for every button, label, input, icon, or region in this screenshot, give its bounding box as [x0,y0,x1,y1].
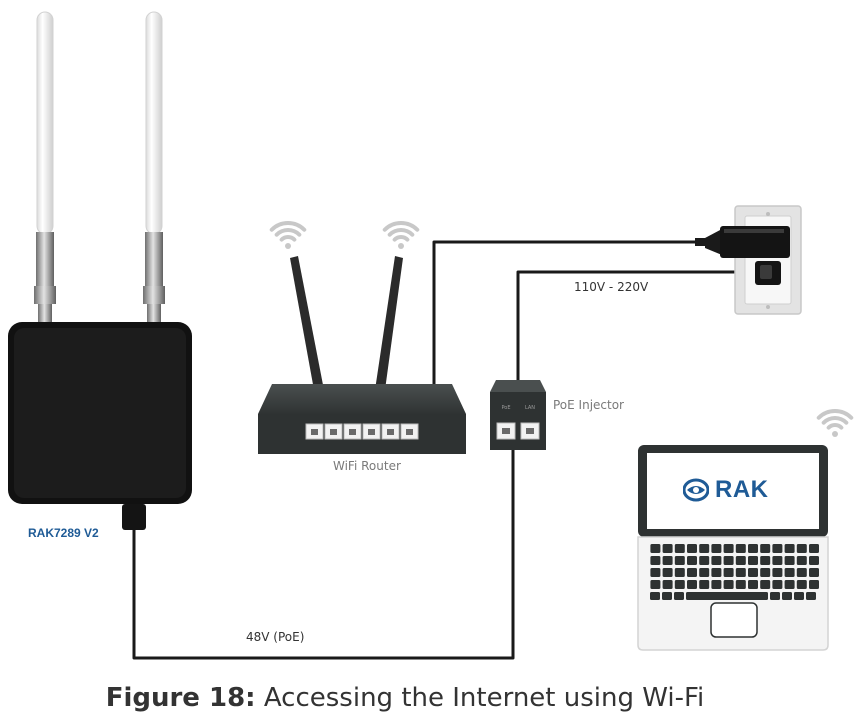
wifi-icon [816,409,854,437]
keyboard-key [699,544,710,553]
poe-port-label: PoE [501,405,510,411]
cables [132,240,765,660]
keyboard-key [723,544,734,553]
keyboard-key [796,580,807,589]
lan-port-label: LAN [525,405,535,411]
keyboard-key [723,580,734,589]
keyboard-key [650,580,661,589]
keyboard-key [711,556,722,565]
keyboard-key [772,556,783,565]
keyboard-key [809,580,819,589]
keyboard-key [687,544,697,553]
keyboard-key [809,568,819,577]
figure-number: Figure 18: [105,683,256,713]
keyboard-key [796,544,807,553]
keyboard-key [674,580,685,589]
keyboard-key [723,568,734,577]
keyboard-key [748,544,758,553]
keyboard-key [699,556,710,565]
figure-title: Accessing the Internet using Wi-Fi [263,683,705,713]
keyboard-key [650,592,660,600]
gateway-antenna-right [143,11,165,324]
keyboard-key [687,556,697,565]
keyboard-key [735,568,746,577]
keyboard-key [760,580,771,589]
keyboard-key [687,580,697,589]
poe-injector-label: PoE Injector [553,398,624,412]
keyboard-key [699,568,710,577]
laptop-touchpad [710,602,758,638]
keyboard-key [782,592,792,600]
rak-logo-icon [683,478,709,502]
space-bar [686,592,768,600]
keyboard-key [674,592,684,600]
power-adapter [695,226,790,258]
gateway-label: RAK7289 V2 [28,526,99,540]
poe-injector-device: PoE LAN [490,380,546,450]
keyboard-key [674,544,685,553]
keyboard-key [772,568,783,577]
keyboard-key [674,568,685,577]
keyboard-key [674,556,685,565]
keyboard-key [699,580,710,589]
keyboard-key [711,544,722,553]
poe-ethernet-cable [132,436,515,660]
rak-logo-text: RAK [715,476,769,503]
keyboard-key [662,544,673,553]
rak-logo: RAK [683,476,769,504]
figure-caption: Figure 18: Accessing the Internet using … [0,683,810,713]
router-device [258,256,466,454]
router-label: WiFi Router [333,459,401,473]
keyboard-key [711,580,722,589]
keyboard-key [687,568,697,577]
poe-voltage-label: 48V (PoE) [246,630,305,644]
keyboard-key [784,544,795,553]
keyboard-key [796,568,807,577]
gateway-antenna-left [34,11,56,324]
keyboard-key [662,556,673,565]
mains-voltage-label: 110V - 220V [574,280,649,294]
keyboard-key [760,568,771,577]
poe-injector-power-cable [516,270,765,380]
keyboard-key [735,580,746,589]
router-antenna-left [290,256,324,390]
keyboard-key [723,556,734,565]
keyboard-key [662,580,673,589]
keyboard-key [650,556,661,565]
router-antenna-right [375,256,403,390]
keyboard-key [748,580,758,589]
keyboard-key [809,556,819,565]
keyboard-key [662,592,672,600]
keyboard-key [760,556,771,565]
laptop-keyboard [650,544,819,600]
router-power-cable [432,240,698,384]
wifi-icon [382,221,420,249]
keyboard-key [735,556,746,565]
keyboard-key [806,592,816,600]
laptop-device [637,445,829,651]
keyboard-key [772,544,783,553]
keyboard-key [772,580,783,589]
keyboard-key [662,568,673,577]
keyboard-key [796,556,807,565]
wifi-icon [269,221,307,249]
gateway-device [8,322,192,530]
keyboard-key [711,568,722,577]
power-plug [755,261,781,285]
keyboard-key [748,556,758,565]
keyboard-key [770,592,780,600]
keyboard-key [784,580,795,589]
keyboard-key [650,568,661,577]
keyboard-key [748,568,758,577]
keyboard-key [784,568,795,577]
keyboard-key [760,544,771,553]
router-ports [305,423,419,440]
keyboard-key [650,544,661,553]
keyboard-key [809,544,819,553]
keyboard-key [735,544,746,553]
keyboard-key [784,556,795,565]
keyboard-key [794,592,804,600]
wall-outlet [734,205,802,315]
